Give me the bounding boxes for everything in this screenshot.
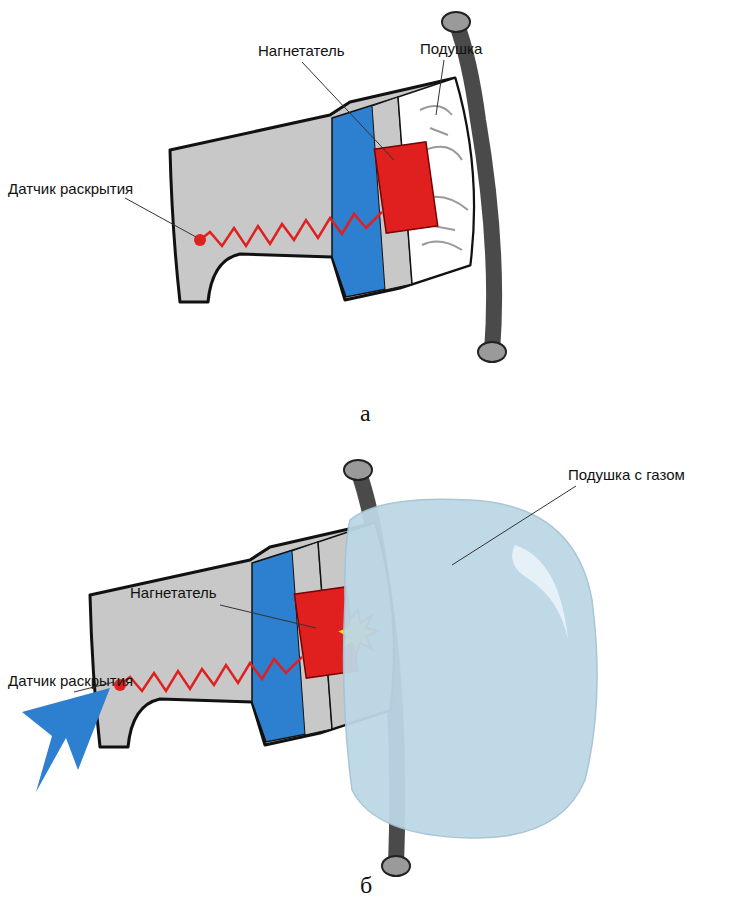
inflated-airbag: [344, 499, 598, 838]
panel-letter: б: [360, 872, 372, 900]
impact-arrow: [22, 688, 110, 792]
panel-letter: а: [360, 400, 371, 428]
airbag-highlight: [512, 545, 568, 640]
inflator-block: [374, 142, 437, 233]
leader-line: [125, 198, 196, 237]
part-label: Датчик раскрытия: [8, 672, 133, 689]
part-label: Нагнетатель: [130, 584, 217, 601]
rim-grip: [478, 342, 506, 362]
leader-line: [436, 60, 444, 115]
leader-line: [302, 62, 394, 160]
part-label: Подушка с газом: [568, 466, 685, 483]
leader-line: [452, 486, 576, 565]
rim-grip: [344, 460, 372, 480]
part-label: Подушка: [420, 40, 482, 57]
part-label: Нагнетатель: [258, 42, 345, 59]
part-label: Датчик раскрытия: [8, 180, 133, 197]
rim-grip: [442, 12, 470, 32]
deployment-sensor: [194, 234, 206, 246]
rim-grip: [382, 856, 410, 876]
steering-column-housing: [170, 78, 474, 302]
leader-line: [220, 605, 316, 628]
sensor-wire: [200, 212, 382, 246]
